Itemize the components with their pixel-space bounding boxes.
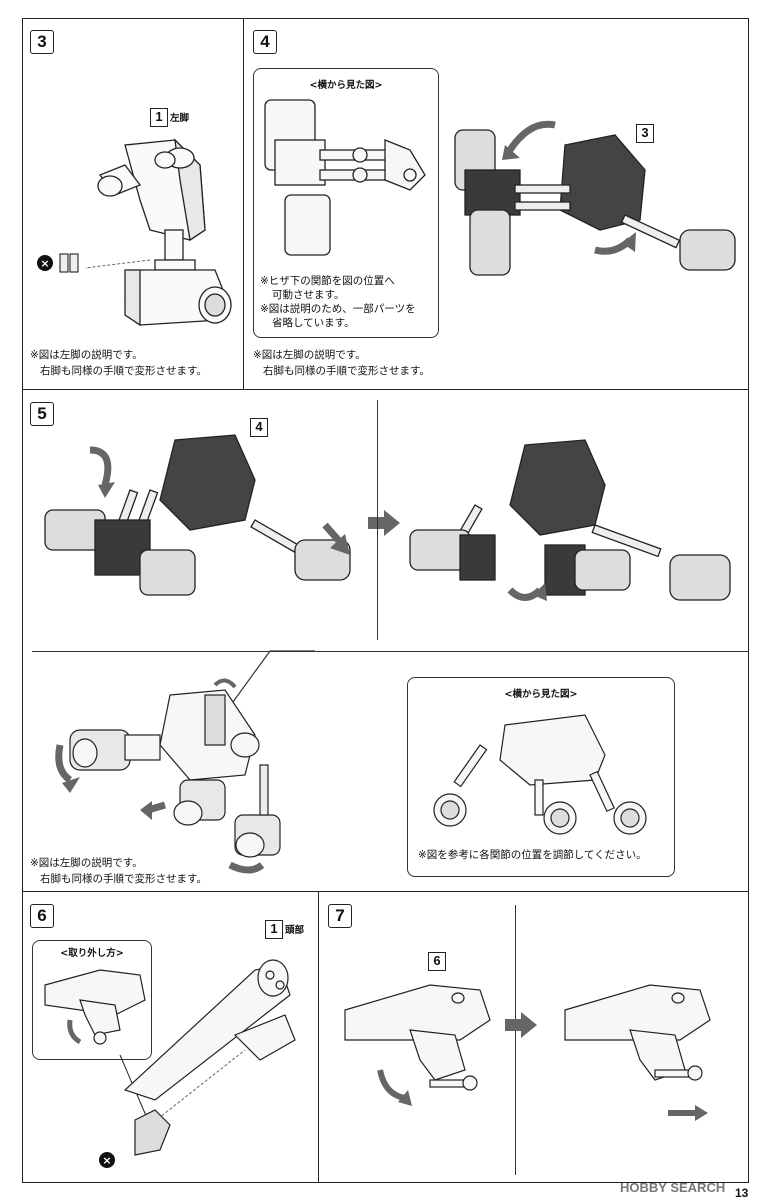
note-line-2: 右脚も同様の手順で変形させます。	[263, 365, 430, 377]
step-number: 6	[30, 904, 54, 928]
step-7-after-illustration	[564, 984, 711, 1121]
step-arrow	[368, 510, 400, 536]
step-number: 5	[30, 402, 54, 426]
step-5-detail-illustration	[55, 678, 281, 874]
callout-pointer	[229, 650, 315, 707]
step-number: 4	[253, 30, 277, 54]
svg-text:×: ×	[102, 1154, 111, 1167]
side-view-illustration	[433, 714, 647, 835]
note-line-2: 右脚も同様の手順で変形させます。	[40, 873, 207, 885]
box-note: ※図を参考に各関節の位置を調節してください。	[418, 849, 647, 861]
page-number: 13	[735, 1186, 749, 1200]
step-5-after-illustration	[409, 439, 731, 601]
callout-line	[32, 651, 748, 653]
note-line-1: ※図は左脚の説明です。	[30, 857, 143, 869]
part-label: 左脚	[170, 113, 190, 124]
side-view-title: <横から見た図>	[504, 689, 578, 700]
box-note-2: 可動させます。	[272, 289, 345, 301]
note-line-1: ※図は左脚の説明です。	[30, 349, 143, 361]
part-number: 1	[265, 920, 283, 939]
step-6-illustration: ×	[99, 959, 296, 1168]
side-view-box: <横から見た図>	[407, 677, 675, 877]
note-line-2: 右脚も同様の手順で変形させます。	[40, 365, 207, 377]
note-line-1: ※図は左脚の説明です。	[253, 349, 366, 361]
part-label: 頭部	[285, 925, 305, 936]
side-view-box: <横から見た図>	[253, 68, 439, 338]
panel-divider	[377, 400, 379, 640]
left-leg-illustration: ×	[37, 138, 232, 327]
removal-illustration	[44, 969, 146, 1045]
side-view-title: <横から見た図>	[309, 80, 383, 91]
panel-divider	[515, 905, 517, 1175]
step-5-before-illustration	[44, 434, 351, 596]
part-number: 4	[250, 418, 268, 437]
box-note-4: 省略しています。	[272, 317, 355, 329]
removal-title: <取り外し方>	[60, 948, 124, 959]
part-number: 6	[428, 952, 446, 971]
removal-box: <取り外し方>	[32, 940, 152, 1060]
part-number: 3	[636, 124, 654, 143]
leg-rotation-illustration	[454, 120, 736, 276]
part-number: 1	[150, 108, 168, 127]
step-7-panel	[318, 891, 749, 1183]
svg-text:×: ×	[40, 257, 49, 270]
step-number: 3	[30, 30, 54, 54]
watermark: HOBBY SEARCH	[620, 1180, 726, 1195]
step-7-before-illustration	[344, 984, 491, 1106]
step-number: 7	[328, 904, 352, 928]
side-view-illustration	[264, 99, 426, 256]
box-note-1: ※ヒザ下の関節を図の位置へ	[260, 275, 395, 287]
box-note-3: ※図は説明のため、一部パーツを	[260, 303, 416, 315]
step-arrow	[505, 1012, 537, 1038]
